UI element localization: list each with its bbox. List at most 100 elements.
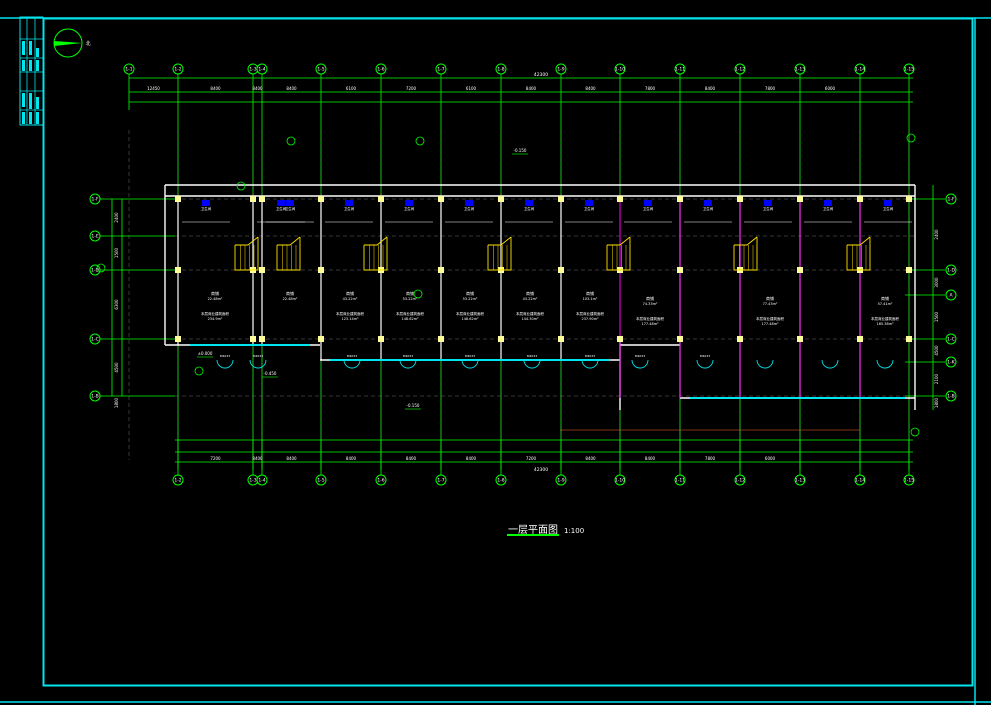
axis-bubble — [495, 474, 507, 486]
axis-bubble — [89, 390, 101, 402]
room-name: 商铺 — [346, 290, 354, 296]
door-swing-icon — [581, 359, 599, 369]
room-name: 商铺 — [646, 295, 654, 301]
axis-bubble — [903, 63, 915, 75]
room-subtotal: 144.30m² — [521, 317, 539, 321]
axis-bubble — [435, 63, 447, 75]
room-name: 商铺 — [286, 290, 294, 296]
room-area: 22.48m² — [283, 297, 298, 301]
toilet-label: 卫生间 — [524, 206, 535, 211]
toilet-fixture-icon — [286, 200, 294, 206]
axis-label: 1-C — [91, 337, 99, 343]
column — [857, 336, 863, 342]
dimension-text: 8400 — [346, 456, 357, 461]
axis-bubble — [555, 474, 567, 486]
column — [175, 196, 181, 202]
column — [617, 336, 623, 342]
axis-label: 1-9 — [557, 478, 564, 484]
axis-bubble — [89, 230, 101, 242]
axis-bubble — [614, 63, 626, 75]
column — [558, 267, 564, 273]
title-block-cell — [29, 93, 32, 109]
dimension-text: 7800 — [765, 86, 776, 91]
axis-label: 1-D — [91, 268, 99, 274]
dimension-text: 4500 — [114, 362, 119, 373]
column — [175, 267, 181, 273]
door-swing-icon — [756, 359, 774, 369]
detail-callout-icon — [194, 366, 204, 376]
dimension-text: 1500 — [934, 311, 939, 322]
room-subtitle: 本层商业建筑面积 — [871, 316, 899, 321]
toilet-fixture-icon — [465, 200, 473, 206]
door-label: M4033 — [253, 354, 263, 358]
column — [259, 196, 265, 202]
axis-bubble — [256, 63, 268, 75]
room-subtitle: 本层商业建筑面积 — [336, 311, 364, 316]
dimension-text: 7200 — [406, 86, 417, 91]
axis-label: 1-1 — [125, 67, 132, 73]
axis-bubble — [674, 63, 686, 75]
axis-bubble — [315, 63, 327, 75]
room-area: 53.22m² — [463, 297, 478, 301]
dimension-text: 42300 — [534, 467, 548, 473]
detail-callout-icon — [910, 427, 920, 437]
room-name: 商铺 — [466, 290, 474, 296]
title-block-cell — [22, 93, 25, 107]
room-subtotal: 177.48m² — [641, 322, 659, 326]
toilet-label: 卫生间 — [285, 206, 296, 211]
room-subtotal: 123.14m² — [341, 317, 359, 321]
axis-label: 1-K — [947, 360, 955, 366]
door-swing-icon — [399, 359, 417, 369]
axis-label: 1-7 — [437, 67, 444, 73]
room-subtitle: 本层商业建筑面积 — [516, 311, 544, 316]
axis-label: 1-B — [947, 394, 954, 400]
room-area: 22.48m² — [208, 297, 223, 301]
dimension-text: 8400 — [705, 86, 716, 91]
axis-label: 1-4 — [258, 67, 265, 73]
dimension-text: 2400 — [114, 212, 119, 223]
axis-bubble — [734, 474, 746, 486]
column — [797, 196, 803, 202]
column — [175, 336, 181, 342]
axis-label: 1-6 — [377, 67, 384, 73]
axis-bubble — [123, 63, 135, 75]
axis-label: 1-14 — [855, 478, 865, 484]
room-area: 43.22m² — [343, 297, 358, 301]
axis-bubble — [495, 63, 507, 75]
detail-callout-icon — [236, 181, 246, 191]
column — [259, 267, 265, 273]
door-swing-icon — [249, 359, 267, 369]
north-arrow-pointer-icon — [54, 41, 82, 46]
room-area: 74.33m² — [643, 302, 658, 306]
room-name: 商铺 — [766, 295, 774, 301]
door-label: M4033 — [465, 354, 475, 358]
column — [677, 196, 683, 202]
dimension-text: 1800 — [934, 397, 939, 408]
dimension-text: 2400 — [934, 229, 939, 240]
dimension-text: 1500 — [114, 247, 119, 258]
column — [259, 336, 265, 342]
axis-label: 1-15 — [904, 67, 914, 73]
door-label: M4033 — [635, 354, 645, 358]
room-subtitle: 本层商业建筑面积 — [636, 316, 664, 321]
toilet-label: 卫生间 — [703, 206, 714, 211]
dimension-text: 7200 — [210, 456, 221, 461]
dimension-text: 7200 — [526, 456, 537, 461]
drawing-scale: 1:100 — [564, 527, 585, 535]
room-subtotal: 234.9m² — [208, 317, 223, 321]
column — [318, 336, 324, 342]
toilet-label: 卫生间 — [763, 206, 774, 211]
north-label: 北 — [85, 40, 90, 47]
column — [906, 196, 912, 202]
axis-bubble — [945, 333, 957, 345]
room-subtotal: 237.90m² — [581, 317, 599, 321]
dimension-text: 7800 — [645, 86, 656, 91]
column — [617, 196, 623, 202]
axis-label: 1-F — [947, 197, 954, 203]
toilet-fixture-icon — [764, 200, 772, 206]
room-area: 57.41m² — [878, 302, 893, 306]
toilet-fixture-icon — [277, 200, 285, 206]
door-swing-icon — [821, 359, 839, 369]
axis-label: 1-12 — [735, 478, 745, 484]
